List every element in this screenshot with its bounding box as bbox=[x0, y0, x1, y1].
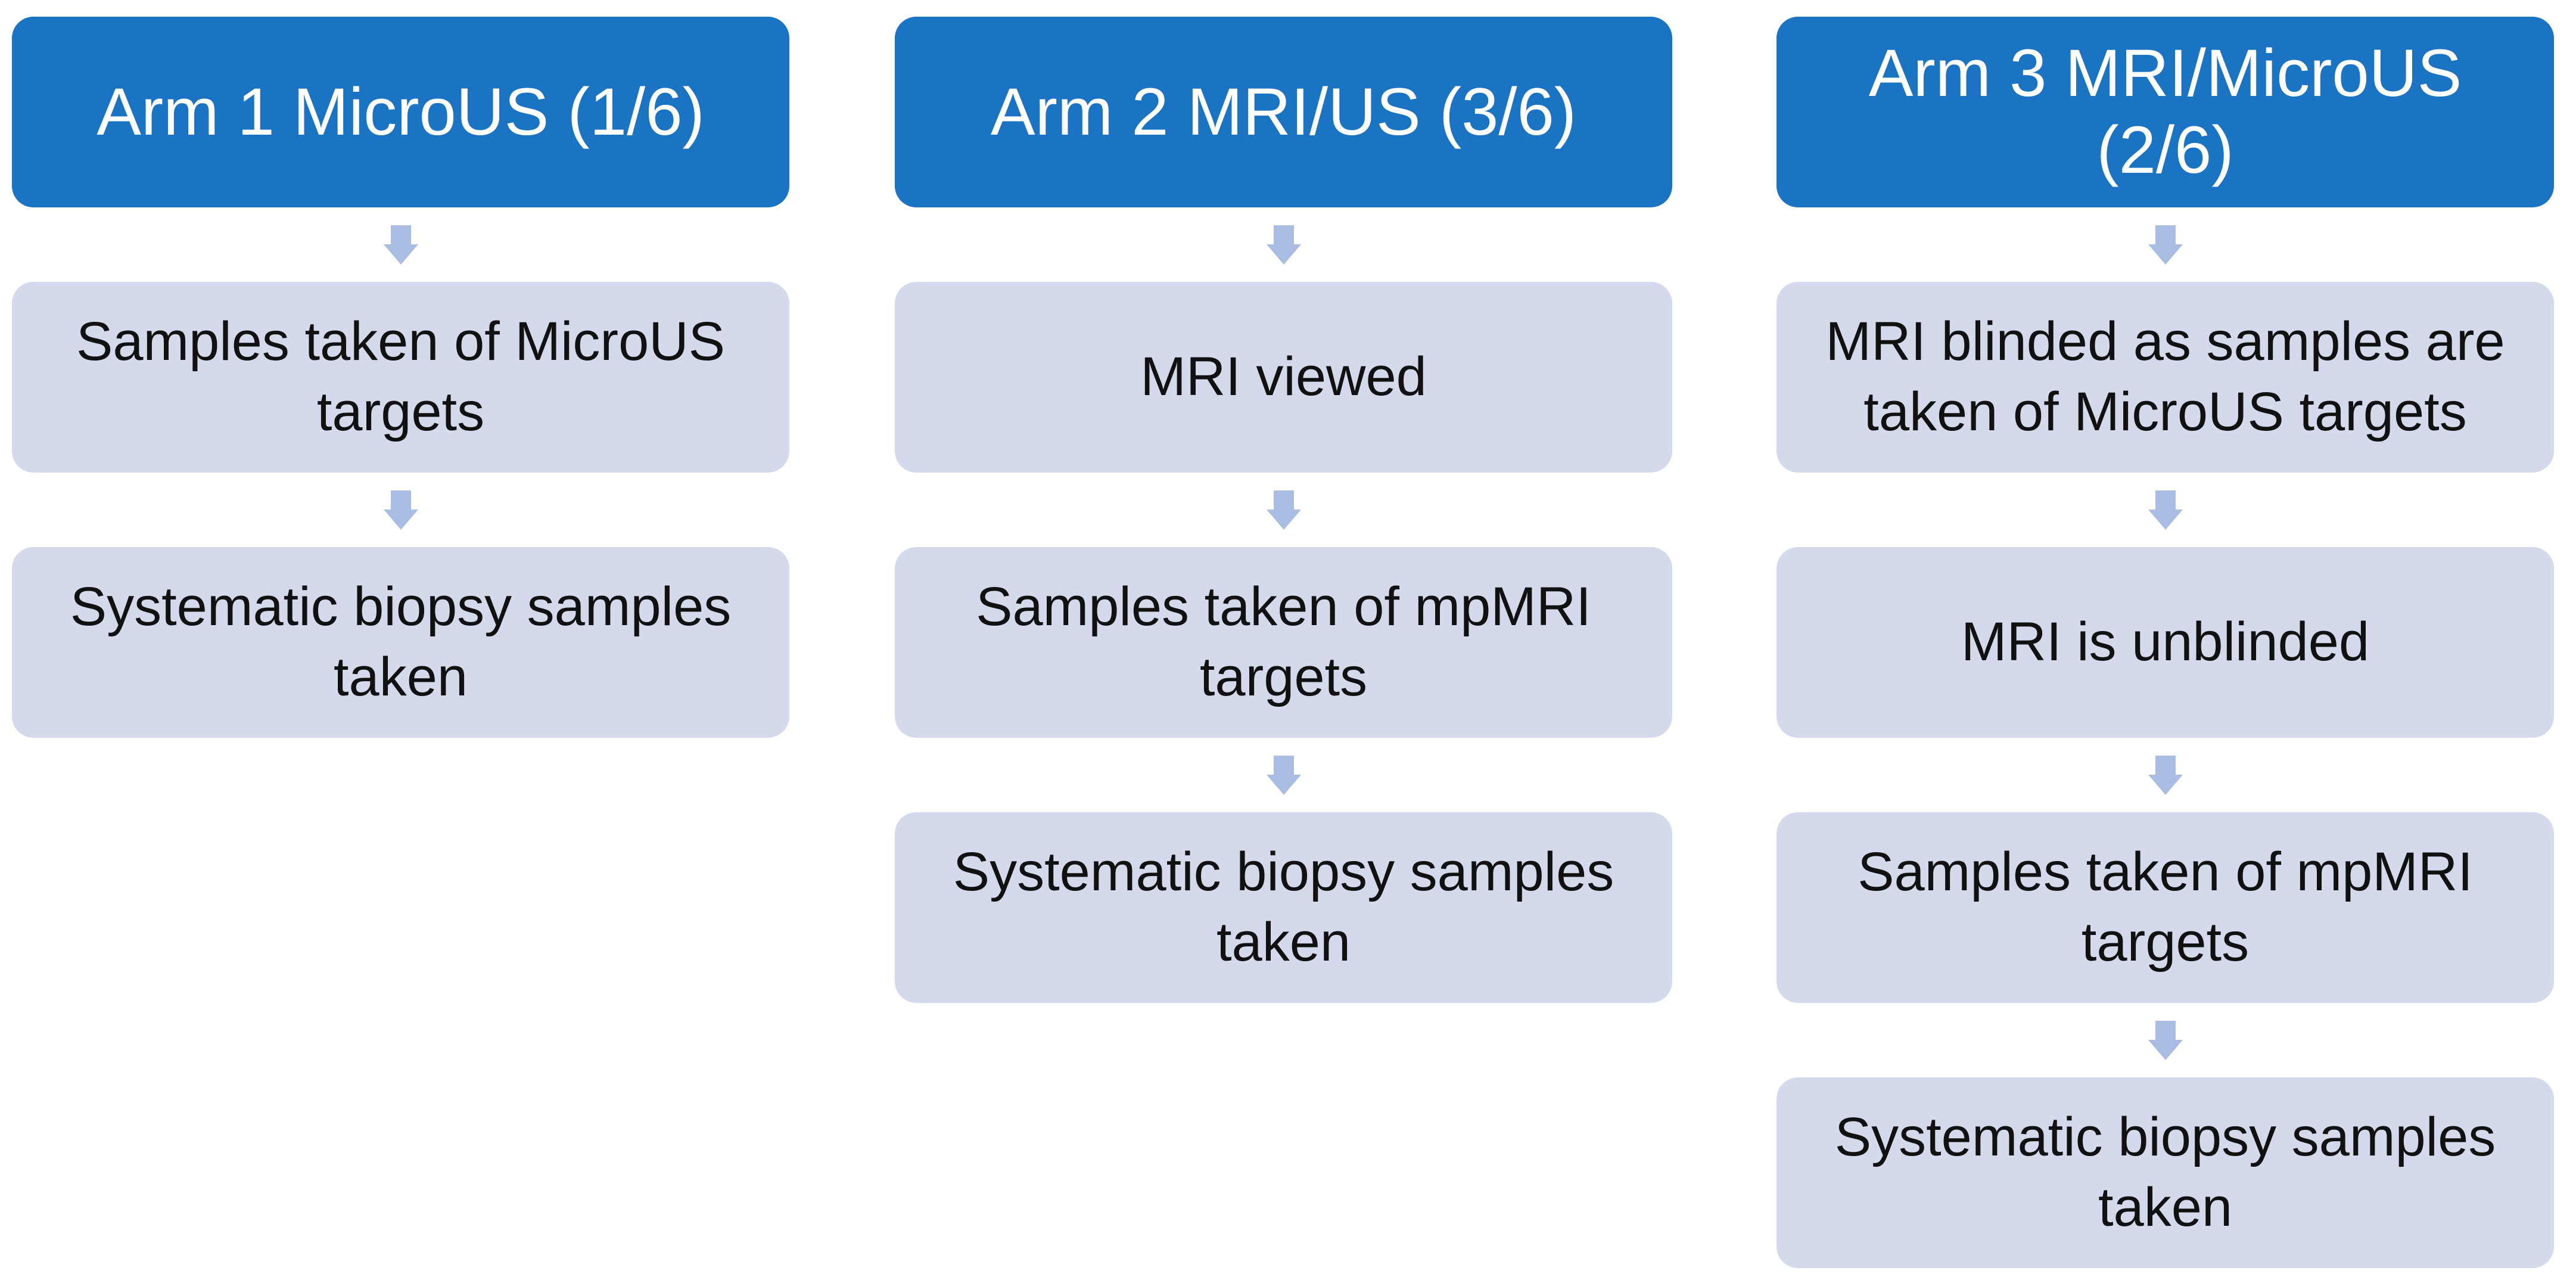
down-arrow-icon bbox=[895, 738, 1672, 812]
arm-3-step-3-box: Samples taken of mpMRI targets bbox=[1777, 812, 2554, 1003]
arm-2-step-2-box: Samples taken of mpMRI targets bbox=[895, 547, 1672, 738]
arm-1-step-1-box: Samples taken of MicroUS targets bbox=[12, 282, 789, 473]
arm-2-header-box: Arm 2 MRI/US (3/6) bbox=[895, 17, 1672, 207]
arm-2-step-3-box: Systematic biopsy samples taken bbox=[895, 812, 1672, 1003]
arm-3-step-1-box: MRI blinded as samples are taken of Micr… bbox=[1777, 282, 2554, 473]
down-arrow-icon bbox=[1777, 473, 2554, 547]
down-arrow-icon bbox=[1777, 738, 2554, 812]
arm-3-header-box: Arm 3 MRI/MicroUS (2/6) bbox=[1777, 17, 2554, 207]
arm-2-step-1-box: MRI viewed bbox=[895, 282, 1672, 473]
down-arrow-icon bbox=[12, 473, 789, 547]
arm-1-header-box: Arm 1 MicroUS (1/6) bbox=[12, 17, 789, 207]
arm-3-step-2-box: MRI is unblinded bbox=[1777, 547, 2554, 738]
arm-1-column: Arm 1 MicroUS (1/6) Samples taken of Micr… bbox=[12, 17, 789, 738]
arm-1-step-2-box: Systematic biopsy samples taken bbox=[12, 547, 789, 738]
arm-3-column: Arm 3 MRI/MicroUS (2/6) MRI blinded as sa… bbox=[1777, 17, 2554, 1268]
down-arrow-icon bbox=[895, 207, 1672, 282]
down-arrow-icon bbox=[1777, 1003, 2554, 1077]
arm-3-step-4-box: Systematic biopsy samples taken bbox=[1777, 1077, 2554, 1268]
down-arrow-icon bbox=[895, 473, 1672, 547]
down-arrow-icon bbox=[1777, 207, 2554, 282]
down-arrow-icon bbox=[12, 207, 789, 282]
